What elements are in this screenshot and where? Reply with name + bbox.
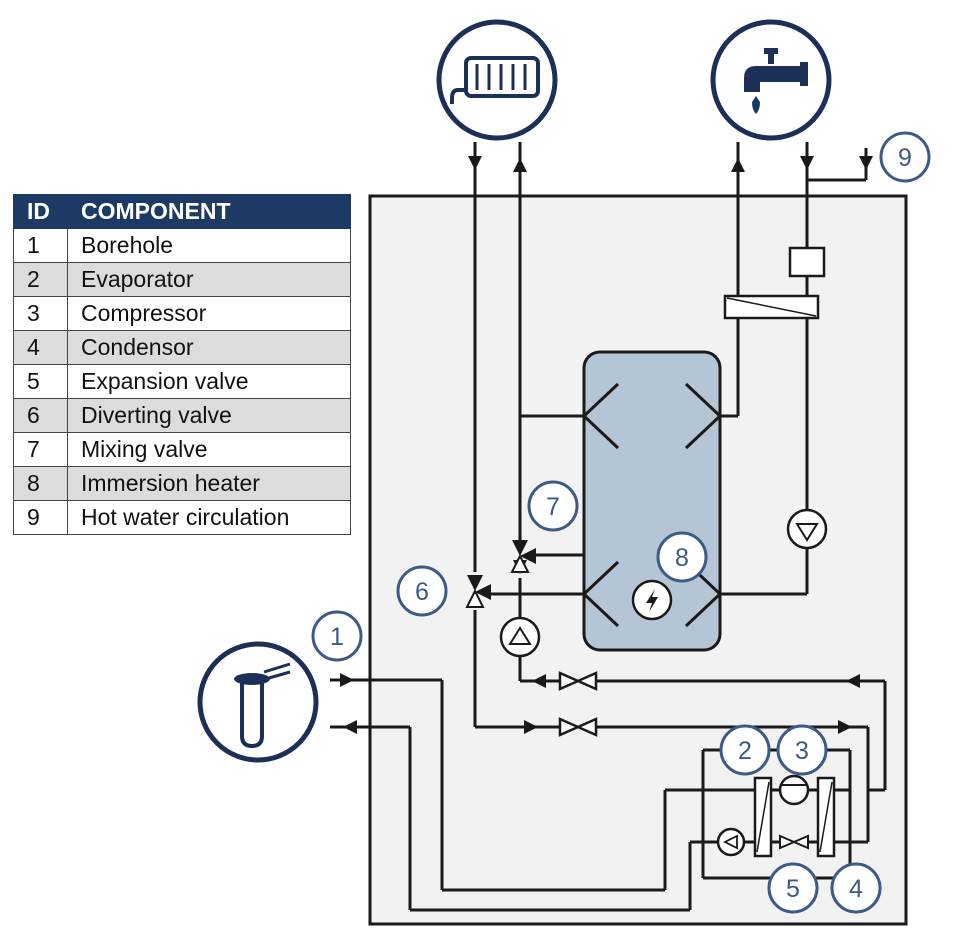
marker-6: 6: [396, 565, 448, 617]
diverting-valve: [465, 575, 491, 608]
radiator-icon: [436, 19, 558, 141]
legend-id: 3: [13, 296, 68, 331]
legend-id: 7: [13, 432, 68, 467]
marker-4: 4: [830, 862, 882, 914]
compressor: [778, 774, 810, 806]
arrow-down: [468, 156, 482, 170]
legend-id: 4: [13, 330, 68, 365]
arrow-left: [846, 674, 860, 688]
condensor: [816, 776, 836, 858]
expansion-valve: [779, 834, 809, 850]
arrow-down: [800, 156, 814, 170]
legend-header-row: ID COMPONENT: [13, 194, 351, 229]
legend-id: 8: [13, 466, 68, 501]
marker-2: 2: [719, 724, 771, 776]
legend-component: Condensor: [67, 330, 351, 365]
legend-component: Mixing valve: [67, 432, 351, 467]
immersion-heater: [631, 579, 673, 621]
mixing-valve: [510, 540, 536, 573]
marker-5: 5: [767, 862, 819, 914]
lightning-icon: [646, 589, 658, 612]
brine-pump: [716, 827, 746, 857]
legend-row: 8 Immersion heater: [13, 466, 351, 501]
legend-row: 3 Compressor: [13, 296, 351, 331]
component-legend-table: ID COMPONENT 1 Borehole 2 Evaporator 3 C…: [13, 194, 351, 535]
legend-id: 5: [13, 364, 68, 399]
heating-pump: [499, 616, 541, 658]
legend-component: Borehole: [67, 228, 351, 263]
legend-header-component: COMPONENT: [67, 194, 351, 229]
marker-3: 3: [776, 724, 828, 776]
svg-text:3: 3: [795, 737, 809, 765]
svg-text:9: 9: [898, 144, 912, 172]
legend-component: Diverting valve: [67, 398, 351, 433]
legend-component: Immersion heater: [67, 466, 351, 501]
svg-text:4: 4: [849, 875, 863, 903]
legend-row: 4 Condensor: [13, 330, 351, 365]
legend-header-id: ID: [13, 194, 68, 229]
pipe-network: [330, 142, 887, 912]
circulation-pump: [786, 508, 828, 550]
arrow-right: [838, 720, 852, 734]
arrow-down: [859, 156, 873, 170]
evaporator: [753, 776, 773, 858]
marker-8: 8: [656, 531, 708, 583]
legend-component: Hot water circulation: [67, 500, 351, 535]
arrow-up: [731, 158, 745, 172]
marker-7: 7: [527, 480, 579, 532]
filter-box: [788, 246, 826, 278]
legend-row: 2 Evaporator: [13, 262, 351, 297]
arrow-right: [340, 673, 354, 687]
legend-component: Compressor: [67, 296, 351, 331]
svg-text:6: 6: [415, 578, 429, 606]
svg-text:5: 5: [786, 875, 800, 903]
plate-heat-exchanger: [723, 294, 820, 320]
svg-text:1: 1: [330, 623, 344, 651]
arrow-left: [532, 674, 546, 688]
svg-text:2: 2: [738, 737, 752, 765]
marker-1: 1: [311, 610, 363, 662]
water-tap-icon: [710, 19, 832, 141]
shutoff-valve: [558, 717, 598, 737]
legend-component: Evaporator: [67, 262, 351, 297]
legend-id: 2: [13, 262, 68, 297]
marker-9: 9: [879, 131, 931, 183]
legend-row: 7 Mixing valve: [13, 432, 351, 467]
legend-row: 6 Diverting valve: [13, 398, 351, 433]
legend-row: 9 Hot water circulation: [13, 500, 351, 535]
shutoff-valve: [558, 671, 598, 691]
arrow-up: [513, 158, 527, 172]
svg-text:7: 7: [546, 493, 560, 521]
legend-row: 1 Borehole: [13, 228, 351, 263]
arrow-left: [343, 720, 357, 734]
svg-text:8: 8: [675, 544, 689, 572]
borehole-probe-icon: [197, 641, 319, 763]
arrow-right: [524, 720, 538, 734]
